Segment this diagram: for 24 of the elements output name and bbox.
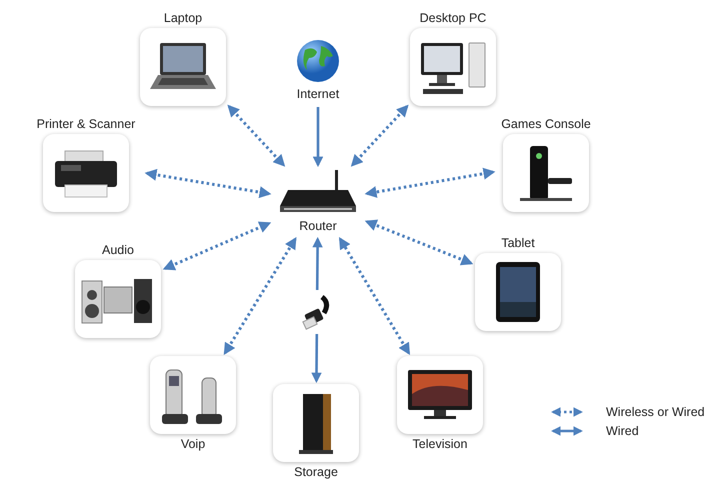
device-label: Audio	[102, 242, 134, 258]
device-label: Games Console	[501, 116, 591, 132]
device-label: Desktop PC	[420, 10, 486, 26]
arrow	[350, 104, 409, 167]
arrow	[364, 168, 496, 198]
device-label: Laptop	[164, 10, 202, 26]
arrow	[227, 104, 286, 167]
device-label: Tablet	[501, 235, 535, 251]
arrow	[338, 236, 410, 356]
device-label: Storage	[294, 464, 338, 480]
legend-label: Wired	[606, 424, 639, 438]
device-label: Internet	[296, 86, 340, 102]
arrow	[311, 334, 322, 384]
arrow	[144, 168, 272, 198]
device-label: Router	[299, 218, 337, 234]
device-label: Television	[412, 436, 468, 452]
arrow	[162, 222, 272, 270]
device-label: Voip	[180, 436, 206, 452]
arrow	[224, 236, 296, 356]
device-label: Printer & Scanner	[36, 116, 136, 132]
arrow	[312, 107, 324, 168]
arrow	[312, 236, 323, 290]
legend-label: Wireless or Wired	[606, 405, 705, 419]
arrow	[364, 220, 474, 266]
